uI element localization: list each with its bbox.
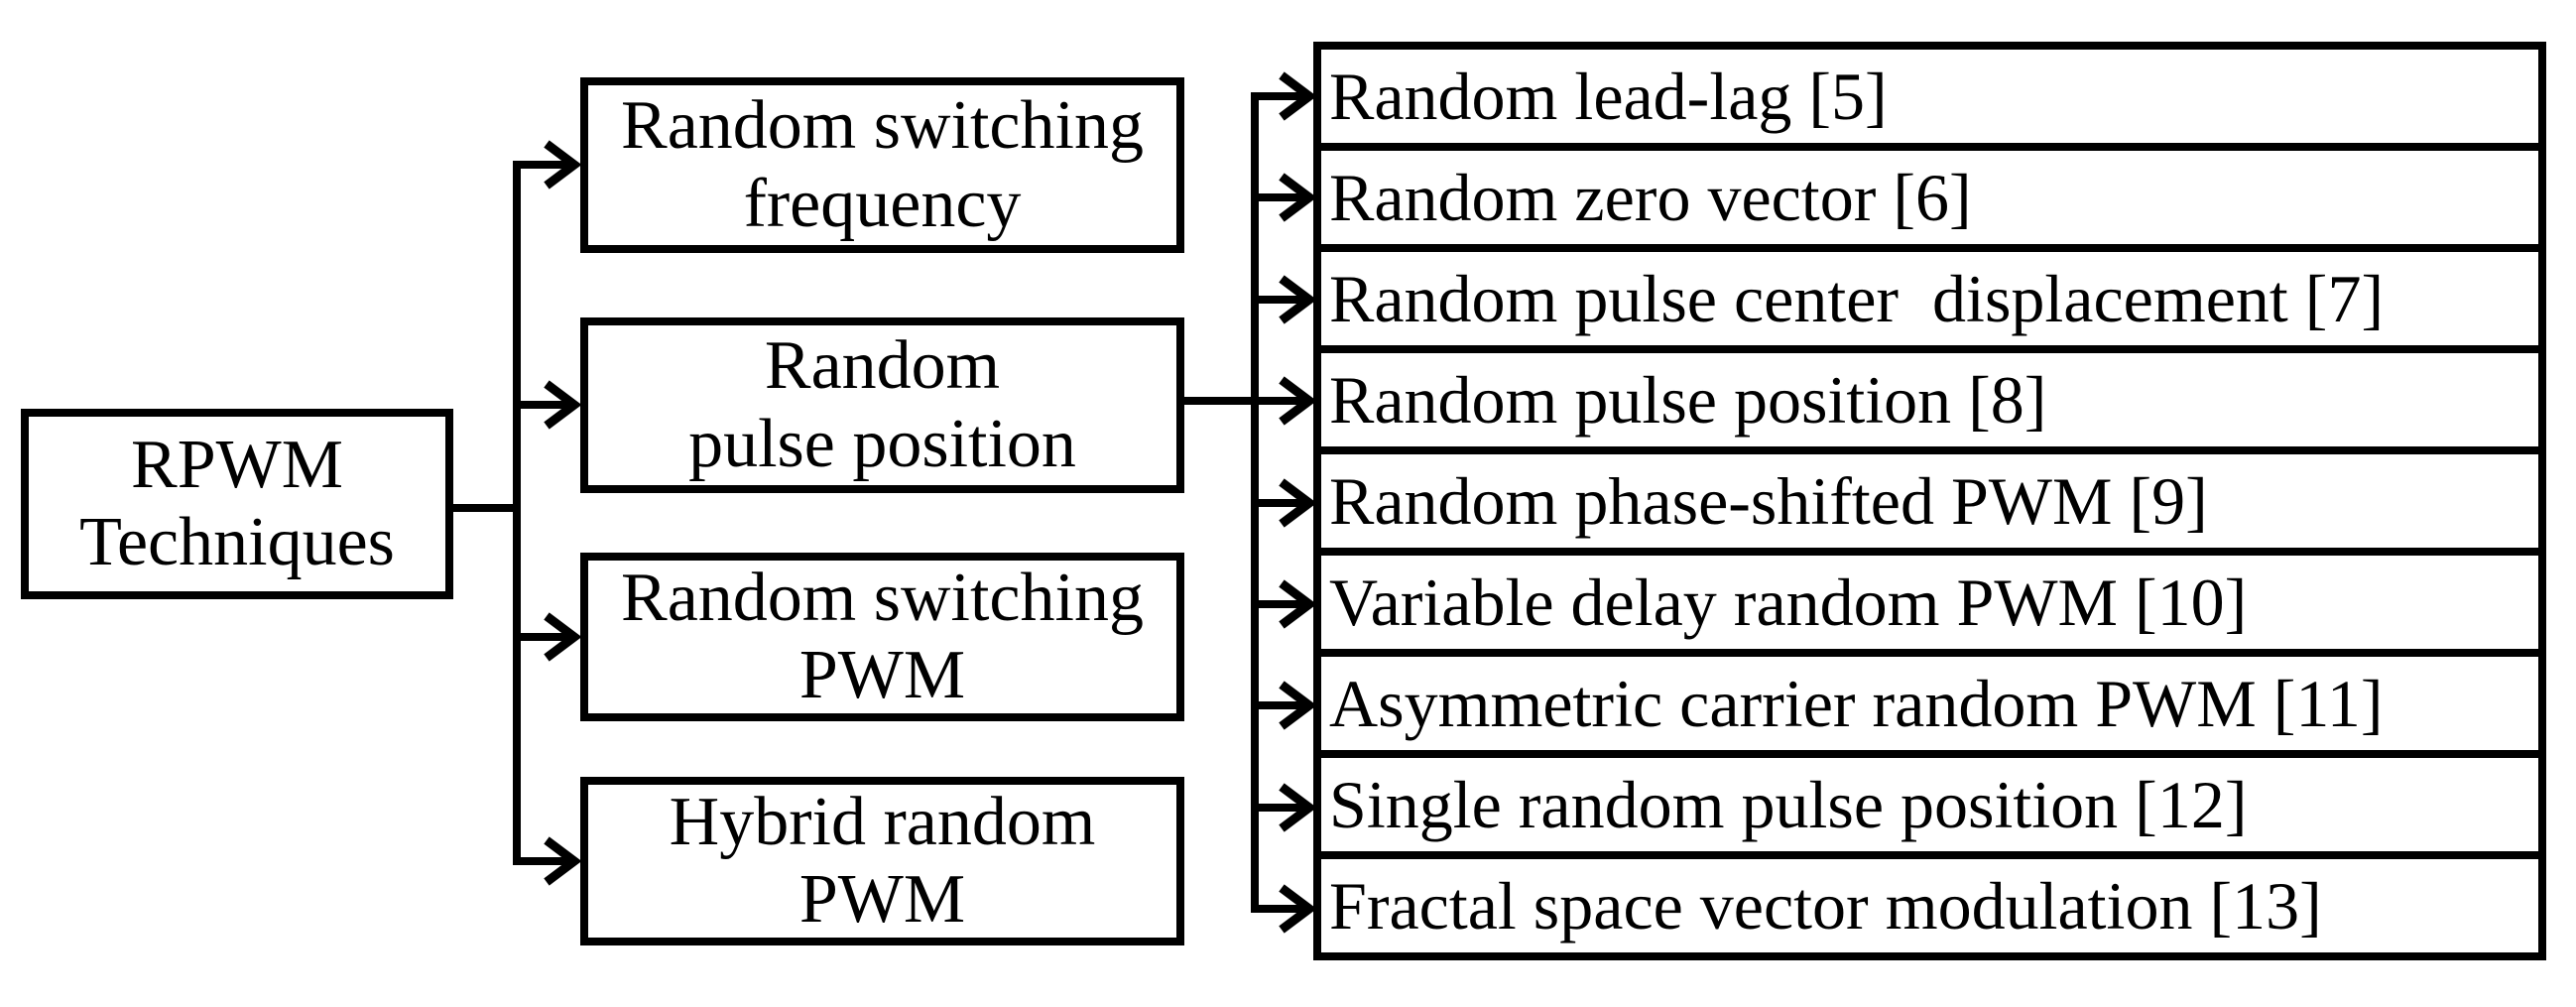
technique-row-label: Single random pulse position [12] xyxy=(1329,767,2248,842)
category-node-label: Random switching PWM xyxy=(621,559,1144,713)
category-node-label: Random switching frequency xyxy=(621,87,1144,242)
arrowhead-icon xyxy=(544,612,582,662)
category-node-label: Hybrid random PWM xyxy=(669,783,1096,938)
technique-list: Random lead-lag [5] Random zero vector [… xyxy=(1313,42,2546,960)
arrowhead-icon xyxy=(544,380,582,430)
technique-row-asymmetric-carrier-random-pwm: Asymmetric carrier random PWM [11] xyxy=(1321,657,2538,758)
technique-row-label: Random pulse position [8] xyxy=(1329,362,2047,438)
category-node-random-pulse-position: Random pulse position xyxy=(580,317,1184,493)
technique-row-single-random-pulse-position: Single random pulse position [12] xyxy=(1321,758,2538,859)
arrowhead-icon xyxy=(1279,275,1317,324)
arrowhead-icon xyxy=(544,836,582,886)
technique-row-random-pulse-position: Random pulse position [8] xyxy=(1321,353,2538,454)
arrowhead-icon xyxy=(544,140,582,189)
arrowhead-icon xyxy=(1279,173,1317,222)
technique-row-label: Variable delay random PWM [10] xyxy=(1329,565,2248,640)
technique-row-label: Random lead-lag [5] xyxy=(1329,59,1888,134)
technique-row-label: Asymmetric carrier random PWM [11] xyxy=(1329,666,2384,741)
technique-row-random-zero-vector: Random zero vector [6] xyxy=(1321,151,2538,252)
category-node-hybrid-random-pwm: Hybrid random PWM xyxy=(580,777,1184,945)
arrowhead-icon xyxy=(1279,579,1317,629)
arrowhead-icon xyxy=(1279,478,1317,528)
technique-row-label: Random phase-shifted PWM [9] xyxy=(1329,463,2208,539)
category-node-random-switching-frequency: Random switching frequency xyxy=(580,77,1184,253)
arrowhead-icon xyxy=(1279,783,1317,832)
technique-row-random-phase-shifted-pwm: Random phase-shifted PWM [9] xyxy=(1321,454,2538,556)
technique-row-random-pulse-center-displacement: Random pulse center displacement [7] xyxy=(1321,252,2538,353)
arrowhead-icon xyxy=(1279,884,1317,934)
technique-row-random-lead-lag: Random lead-lag [5] xyxy=(1321,50,2538,151)
technique-row-label: Random zero vector [6] xyxy=(1329,160,1972,235)
root-node-rpwm-techniques: RPWM Techniques xyxy=(21,409,453,599)
category-node-random-switching-pwm: Random switching PWM xyxy=(580,553,1184,721)
root-node-label: RPWM Techniques xyxy=(79,426,395,580)
technique-row-label: Fractal space vector modulation [13] xyxy=(1329,868,2322,944)
arrowhead-icon xyxy=(1279,681,1317,730)
arrowhead-icon xyxy=(1279,376,1317,426)
arrowhead-icon xyxy=(1279,71,1317,121)
technique-row-label: Random pulse center displacement [7] xyxy=(1329,261,2385,336)
category-node-label: Random pulse position xyxy=(688,327,1076,482)
technique-row-variable-delay-random-pwm: Variable delay random PWM [10] xyxy=(1321,556,2538,657)
technique-row-fractal-space-vector-modulation: Fractal space vector modulation [13] xyxy=(1321,859,2538,952)
